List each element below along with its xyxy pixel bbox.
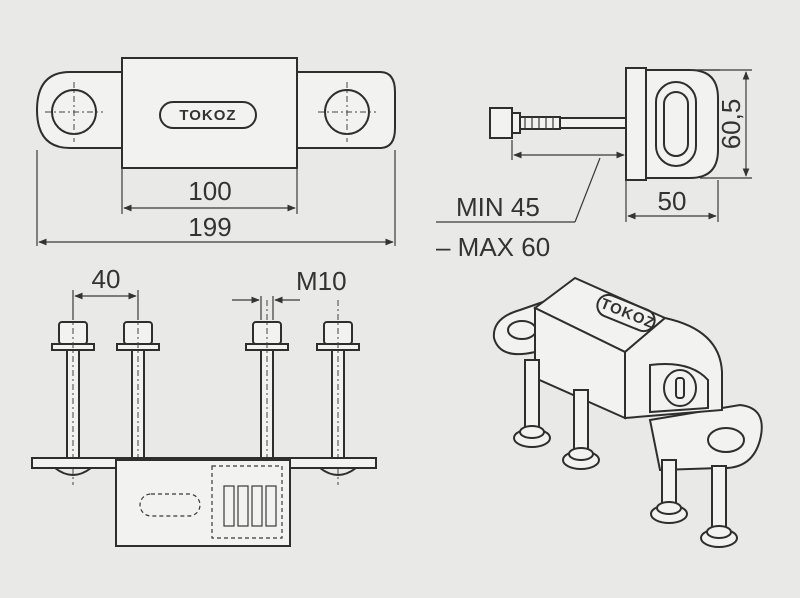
side-view <box>489 67 720 181</box>
bolt-min-label: MIN 45 <box>456 192 540 222</box>
lock-pins <box>223 485 277 527</box>
dimension-bolt-spacing: 40 <box>72 264 139 320</box>
dim-40-label: 40 <box>92 264 121 294</box>
top-view: TOKOZ <box>35 57 396 169</box>
cylinder-face <box>663 369 697 407</box>
logo-text: TOKOZ <box>179 107 236 124</box>
front-view <box>31 300 377 547</box>
cylinder-slot <box>655 81 697 167</box>
lock-body-front <box>115 459 291 547</box>
dimension-depth: 50 <box>625 180 719 222</box>
dimension-height: 60,5 <box>690 69 752 179</box>
dim-60-5-label: 60,5 <box>716 99 746 150</box>
iso-bolt-3 <box>650 459 688 524</box>
bolt-head <box>489 107 513 139</box>
dim-199-label: 199 <box>188 212 231 242</box>
iso-bolt-4 <box>700 465 738 548</box>
iso-bolt-2 <box>562 389 600 470</box>
dimension-bolt-range: MIN 45 – MAX 60 <box>436 140 625 262</box>
dim-m10-label: M10 <box>296 266 347 296</box>
isometric-view: TOKOZ <box>492 276 763 548</box>
lock-body <box>121 57 298 169</box>
iso-bolt-1 <box>513 359 551 448</box>
dim-100-label: 100 <box>188 176 231 206</box>
bolt-max-label: – MAX 60 <box>436 232 550 262</box>
dim-50-label: 50 <box>658 186 687 216</box>
dimension-body-width: 100 <box>121 168 298 214</box>
logo-badge <box>159 101 257 129</box>
dimension-total-length: 199 <box>36 150 396 246</box>
dimension-thread: M10 <box>232 266 347 320</box>
